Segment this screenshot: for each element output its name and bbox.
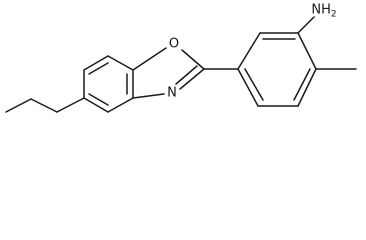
bond-benzo-6 — [83, 97, 109, 113]
bond-benzo-6-double — [88, 93, 109, 106]
amine-element-text: NH — [311, 2, 331, 18]
oxygen-atom-label: O — [167, 36, 181, 52]
bond-amine — [297, 14, 317, 34]
bond-aryl-3 — [297, 32, 317, 70]
nitrogen-atom-label: N — [166, 85, 178, 101]
bond-n-c3a — [132, 93, 165, 99]
amine-group-label: NH2 — [310, 2, 338, 20]
bond-c7a-o — [132, 47, 167, 71]
bond-aryl-4-double — [293, 68, 311, 101]
bond-o-c2 — [181, 49, 205, 70]
bond-benzo-3 — [107, 55, 134, 71]
bond-aryl-1 — [237, 32, 261, 70]
bond-benzo-5 — [107, 97, 134, 113]
bond-c2-n — [179, 68, 205, 90]
bond-ethyl-ring — [56, 97, 85, 113]
bond-c2-n-double — [175, 65, 198, 85]
bond-benzo-2-double — [88, 62, 109, 75]
bond-ethyl-ch2 — [30, 98, 58, 113]
bond-aryl-6 — [237, 68, 259, 107]
molecule-structure — [5, 14, 357, 113]
amine-subscript: 2 — [330, 9, 337, 20]
bond-benzo-2 — [83, 55, 109, 71]
bond-aryl-6-double — [244, 68, 264, 101]
bond-aryl-4 — [297, 68, 317, 107]
bond-ethyl-ch3 — [5, 98, 32, 113]
